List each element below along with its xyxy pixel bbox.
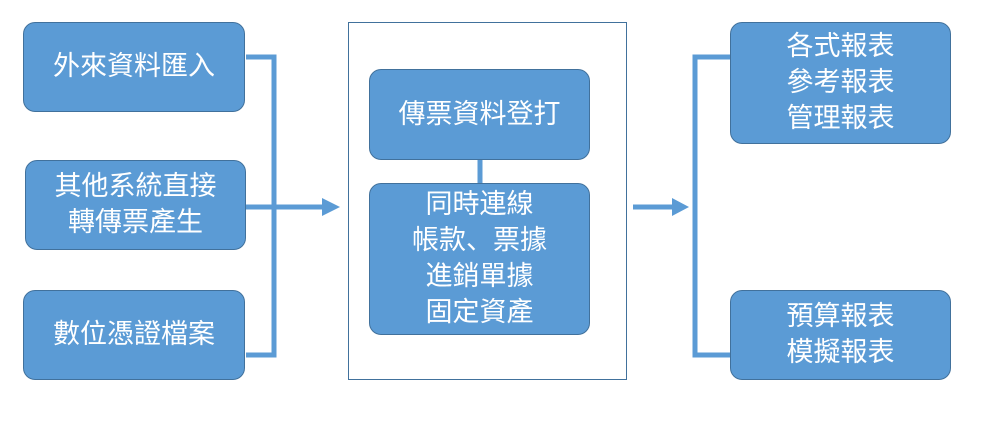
process-linked-actions: 同時連線 帳款、票據 進銷單據 固定資產 — [369, 183, 590, 335]
process-linked-actions-line-1: 同時連線 — [425, 189, 534, 220]
output-reports: 各式報表 參考報表 管理報表 — [730, 22, 951, 144]
input-system-transfer-label-2: 轉傳票產生 — [68, 207, 203, 238]
process-voucher-entry-label: 傳票資料登打 — [398, 98, 561, 130]
process-linked-actions-line-2: 帳款、票據 — [412, 225, 547, 256]
input-external-import: 外來資料匯入 — [23, 22, 245, 112]
input-digital-certificate-label: 數位憑證檔案 — [53, 319, 215, 350]
input-system-transfer-label-1: 其他系統直接 — [54, 171, 217, 202]
output-split-bracket — [692, 54, 730, 358]
output-budget-reports: 預算報表 模擬報表 — [730, 290, 951, 380]
process-linked-actions-line-3: 進銷單據 — [425, 261, 534, 292]
process-linked-actions-line-4: 固定資產 — [425, 297, 534, 328]
output-reports-line-2: 參考報表 — [786, 67, 895, 98]
output-budget-reports-line-1: 預算報表 — [786, 301, 895, 332]
process-voucher-entry: 傳票資料登打 — [369, 69, 590, 160]
output-reports-line-3: 管理報表 — [786, 103, 895, 134]
input-external-import-label: 外來資料匯入 — [53, 51, 215, 82]
input-system-transfer: 其他系統直接 轉傳票產生 — [25, 160, 246, 250]
arrow-into-process — [274, 198, 340, 216]
arrow-to-outputs — [633, 198, 689, 216]
output-reports-line-1: 各式報表 — [786, 31, 895, 62]
input-digital-certificate: 數位憑證檔案 — [23, 290, 245, 380]
process-frame — [348, 22, 627, 380]
output-budget-reports-line-2: 模擬報表 — [786, 337, 895, 368]
